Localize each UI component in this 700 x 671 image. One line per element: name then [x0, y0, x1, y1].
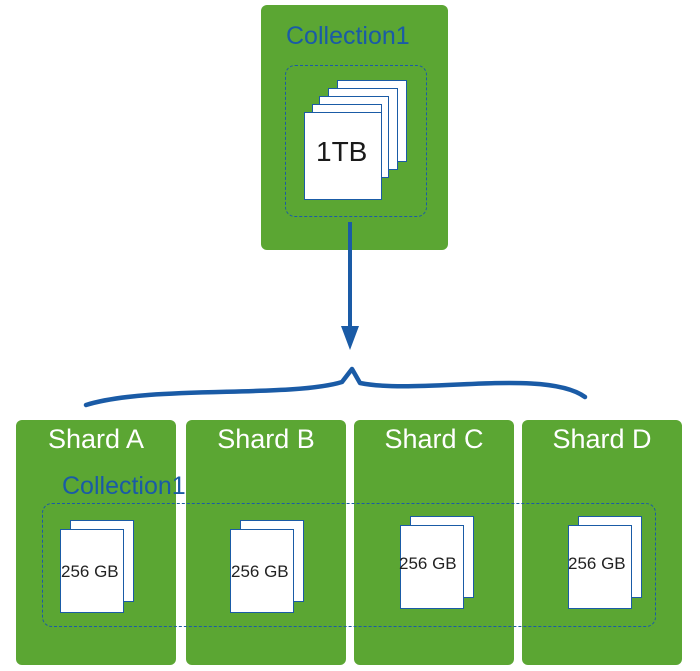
doc-stack-front	[304, 112, 382, 200]
shard-d-size: 256 GB	[568, 554, 626, 573]
shard-c-title: Shard C	[384, 424, 484, 454]
curly-brace	[83, 366, 588, 408]
shard-a-doc-front	[60, 529, 124, 613]
bottom-collection-dashed-border	[42, 503, 656, 627]
bottom-collection-title: Collection1	[62, 472, 186, 500]
top-collection-dashed-border	[285, 65, 427, 217]
shard-a-title: Shard A	[47, 424, 145, 454]
shard-a-size: 256 GB	[61, 562, 119, 581]
shard-d-doc-front	[568, 525, 632, 609]
top-size-label: 1TB	[316, 136, 368, 167]
shard-c-size: 256 GB	[399, 554, 457, 573]
top-collection-title: Collection1	[286, 22, 410, 50]
shard-b-title: Shard B	[217, 424, 315, 454]
shard-b-doc-front	[230, 529, 294, 613]
shard-b-size: 256 GB	[231, 562, 289, 581]
shard-d-title: Shard D	[552, 424, 652, 454]
shard-c-doc-front	[400, 525, 464, 609]
down-arrow	[341, 222, 359, 350]
